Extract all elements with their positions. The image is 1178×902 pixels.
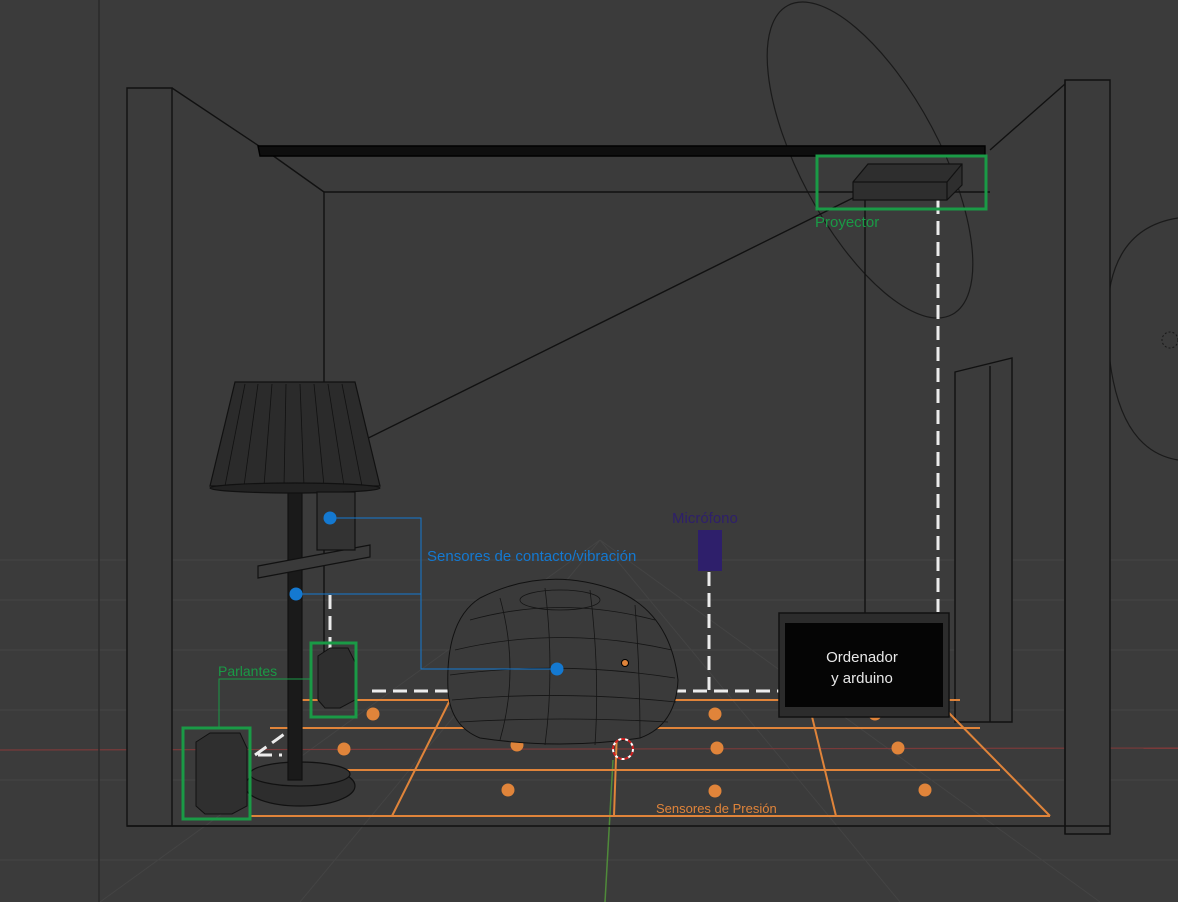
beanbag-chair — [447, 578, 679, 746]
pressure-sensor-dot — [366, 707, 380, 721]
pressure-sensor-dot — [891, 741, 905, 755]
pressure-sensor-dot — [501, 783, 515, 797]
contact-sensor-dot — [550, 662, 564, 676]
axis-red-line — [0, 747, 1178, 751]
projector-highlight-box — [815, 154, 988, 211]
contact-sensor-connectors — [296, 517, 557, 670]
contact-sensor-dot — [289, 587, 303, 601]
speaker-icon — [195, 647, 356, 815]
floor-lamp — [209, 381, 381, 807]
projector-icon — [852, 163, 963, 201]
light-gizmo-arc — [1106, 217, 1178, 461]
speaker-highlight-box — [181, 726, 252, 821]
light-gizmo-icon — [1161, 331, 1178, 349]
speaker-highlight-box — [309, 641, 358, 719]
speaker-connector-line — [218, 678, 311, 728]
pressure-sensor-dot — [918, 783, 932, 797]
contact-sensor-dots — [289, 511, 564, 676]
microphone-label: Micrófono — [672, 510, 738, 527]
pressure-sensor-dot — [708, 784, 722, 798]
computer-label-line1: Ordenador — [826, 649, 898, 666]
pressure-sensors-label: Sensores de Presión — [656, 801, 777, 816]
axis-green-line — [604, 759, 614, 902]
beanbag-origin-dot — [621, 659, 629, 667]
pressure-sensor-dot — [337, 742, 351, 756]
contact-sensors-label: Sensores de contacto/vibración — [427, 548, 636, 565]
contact-sensor-dot — [323, 511, 337, 525]
computer-label-line2: y arduino — [831, 670, 893, 687]
cursor-3d-icon — [612, 738, 634, 760]
projector-label: Proyector — [815, 214, 879, 231]
microphone-icon — [698, 530, 722, 571]
pressure-sensor-dot — [710, 741, 724, 755]
pressure-sensor-dot — [708, 707, 722, 721]
computer-monitor — [778, 612, 950, 718]
speakers-label: Parlantes — [218, 663, 277, 679]
projector-light-cone — [766, 1, 974, 319]
